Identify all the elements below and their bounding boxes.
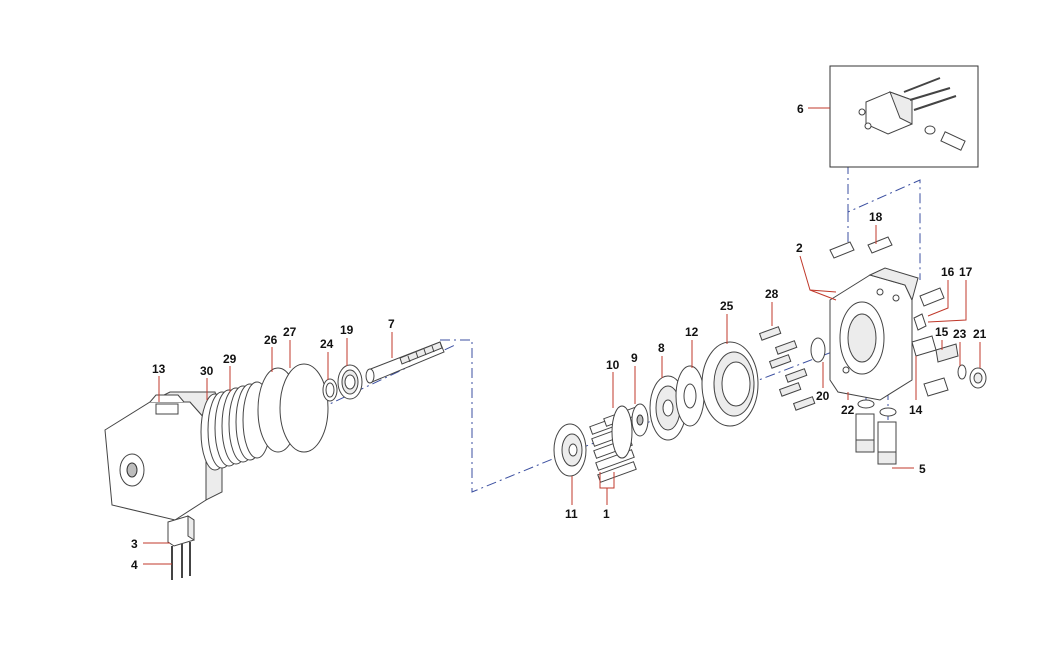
label-part-28: 28 <box>765 287 779 301</box>
label-part-7: 7 <box>388 317 395 331</box>
seal-part-24 <box>322 378 338 402</box>
retainer-part-10 <box>611 405 633 459</box>
bolt-parts-18 <box>829 236 893 259</box>
ring-stack-parts-30-29 <box>200 381 272 471</box>
label-part-9: 9 <box>631 351 638 365</box>
plug-part-21 <box>969 367 987 389</box>
label-part-21: 21 <box>973 327 987 341</box>
block-part-3 <box>167 515 195 547</box>
cap-part-17 <box>913 313 927 331</box>
label-part-1: 1 <box>603 507 610 521</box>
label-part-14: 14 <box>909 403 923 417</box>
shaft-part-7 <box>365 341 445 384</box>
label-part-22: 22 <box>841 403 855 417</box>
label-part-10: 10 <box>606 358 620 372</box>
spring-parts-28 <box>758 326 816 411</box>
label-part-17: 17 <box>959 265 973 279</box>
label-part-11: 11 <box>565 507 578 521</box>
fitting-parts-5 <box>855 399 897 465</box>
label-part-19: 19 <box>340 323 354 337</box>
ball-guide-part-9 <box>631 403 649 437</box>
disc-parts-26-27 <box>257 363 329 453</box>
label-part-24: 24 <box>320 337 334 351</box>
label-part-30: 30 <box>200 364 214 378</box>
plug-part-14 <box>911 335 949 397</box>
label-part-2: 2 <box>796 241 803 255</box>
label-part-18: 18 <box>869 210 883 224</box>
label-part-20: 20 <box>816 389 830 403</box>
label-part-6: 6 <box>797 102 804 116</box>
label-part-5: 5 <box>919 462 926 476</box>
label-part-23: 23 <box>953 327 967 341</box>
leader-lines <box>143 107 981 565</box>
label-part-26: 26 <box>264 333 278 347</box>
seal-part-23 <box>957 364 967 380</box>
label-part-16: 16 <box>941 265 955 279</box>
bolt-part-16 <box>919 287 945 307</box>
label-part-3: 3 <box>131 537 138 551</box>
label-part-27: 27 <box>283 325 297 339</box>
ring-part-25 <box>701 341 759 427</box>
rear-cover-part-22 <box>829 267 919 401</box>
label-part-15: 15 <box>935 325 949 339</box>
part-labels: 13 30 29 26 27 24 19 7 3 4 11 1 10 9 8 1… <box>131 102 987 572</box>
label-part-8: 8 <box>658 341 665 355</box>
seal-ring-part-20 <box>810 337 826 363</box>
pin-parts-4 <box>171 542 191 580</box>
label-part-13: 13 <box>152 362 166 376</box>
valve-plate-part-12 <box>675 365 705 427</box>
valve-part-15 <box>935 343 959 363</box>
label-part-29: 29 <box>223 352 237 366</box>
bearing-part-19 <box>337 364 363 400</box>
label-part-4: 4 <box>131 558 138 572</box>
label-part-12: 12 <box>685 325 699 339</box>
plate-part-11 <box>553 423 587 477</box>
label-part-25: 25 <box>720 299 734 313</box>
detail-box-part-6 <box>829 65 979 168</box>
